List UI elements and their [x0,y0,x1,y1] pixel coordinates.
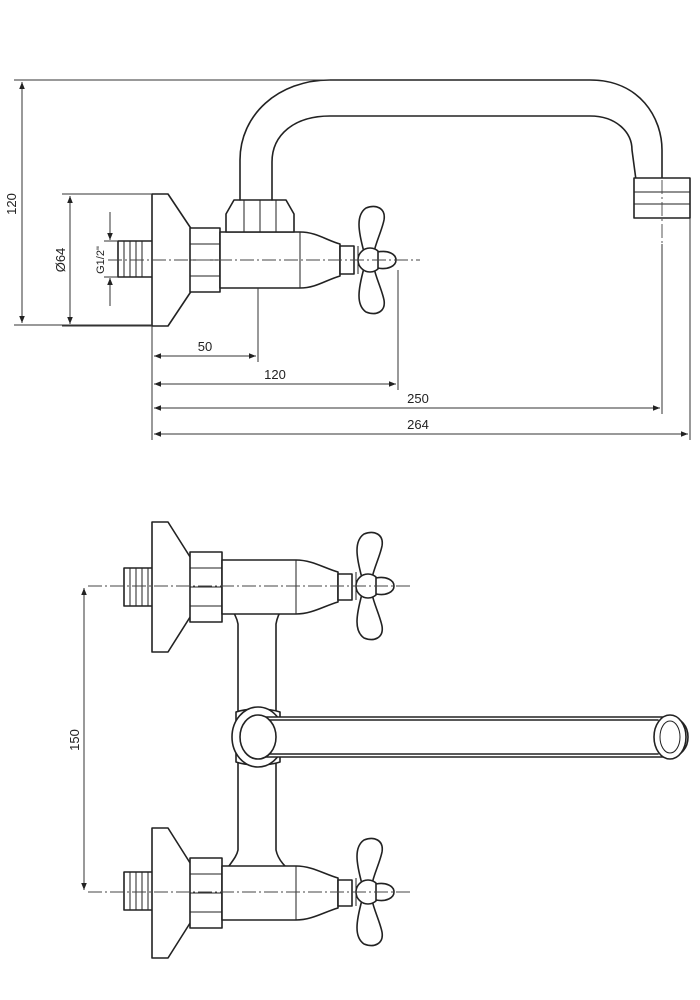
inlet-thread [117,240,155,278]
dimension-height: 120 [4,79,330,326]
dimension-diameter-label: Ø64 [53,248,68,273]
bottom-nut [189,857,223,929]
bottom-rosette [151,827,193,959]
dimension-spacing: 150 [67,588,87,890]
dimension-264-label: 264 [407,417,429,432]
dimension-height-label: 120 [4,193,19,215]
front-spout [231,706,689,768]
dimension-250-label: 250 [407,391,429,406]
top-valve [88,521,412,653]
bottom-inlet-thread [123,871,155,911]
side-view: 120 Ø64 G1/2" 50 120 [4,79,691,440]
spout-union [225,199,295,233]
dimension-thread: G1/2" [95,212,118,306]
dimension-thread-label: G1/2" [95,246,107,274]
top-inlet-thread [123,567,155,607]
dimension-120-label: 120 [264,367,286,382]
dimension-diameter: Ø64 [53,193,152,327]
dimension-spacing-label: 150 [67,729,82,751]
front-view: 150 [67,521,689,959]
bottom-valve [88,827,412,959]
top-rosette [151,521,193,653]
top-nut [189,551,223,623]
horizontal-dimensions: 50 120 250 264 [151,218,691,440]
dimension-50-label: 50 [198,339,212,354]
spout-pipe [239,79,663,201]
